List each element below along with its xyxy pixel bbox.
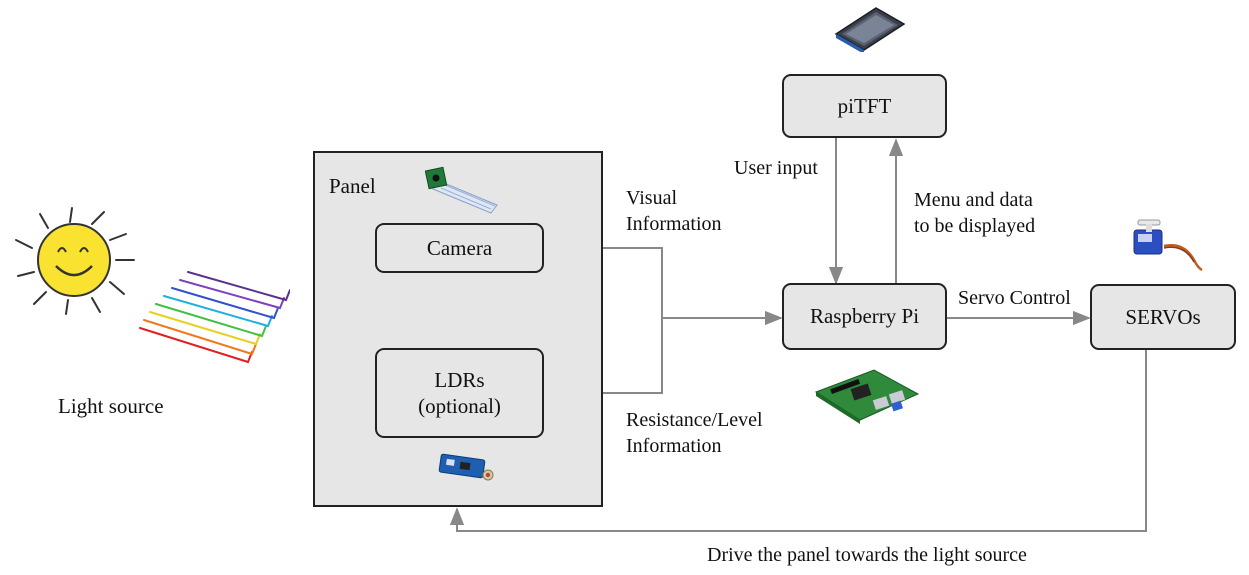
- pitft-box: piTFT: [782, 74, 947, 138]
- ldr-sensor-icon: [438, 453, 494, 481]
- feedback-label: Drive the panel towards the light source: [707, 544, 1027, 566]
- visual-label-line2: Information: [626, 213, 722, 235]
- ldrs-box: LDRs (optional): [375, 348, 544, 438]
- raspberry-pi-label: Raspberry Pi: [809, 304, 920, 329]
- servos-label: SERVOs: [1125, 304, 1201, 329]
- resistance-label-line1: Resistance/Level: [626, 409, 763, 431]
- sun-icon: [15, 207, 290, 364]
- servo-motor-icon: [1133, 219, 1203, 272]
- raspberry-pi-box: Raspberry Pi: [782, 283, 947, 350]
- menu-label-line2: to be displayed: [914, 215, 1036, 237]
- pitft-label: piTFT: [837, 93, 892, 118]
- panel-container: [313, 151, 603, 507]
- panel-title: Panel: [329, 174, 376, 198]
- ldrs-label-line1: LDRs: [434, 367, 485, 392]
- user-input-label: User input: [734, 157, 818, 179]
- visual-label-line1: Visual: [626, 187, 678, 209]
- camera-box: Camera: [375, 223, 544, 273]
- camera-label: Camera: [426, 235, 493, 260]
- light-source-label: Light source: [58, 394, 164, 418]
- camera-module-icon: [425, 166, 498, 214]
- pitft-screen-icon: [834, 7, 906, 52]
- raspberry-pi-board-icon: [814, 369, 920, 424]
- ldrs-label-line2: (optional): [418, 394, 501, 418]
- servo-control-label: Servo Control: [958, 287, 1071, 309]
- resistance-label-line2: Information: [626, 435, 722, 457]
- feedback-arrow: [449, 350, 1147, 532]
- menu-label-line1: Menu and data: [914, 189, 1033, 211]
- servos-box: SERVOs: [1090, 284, 1236, 350]
